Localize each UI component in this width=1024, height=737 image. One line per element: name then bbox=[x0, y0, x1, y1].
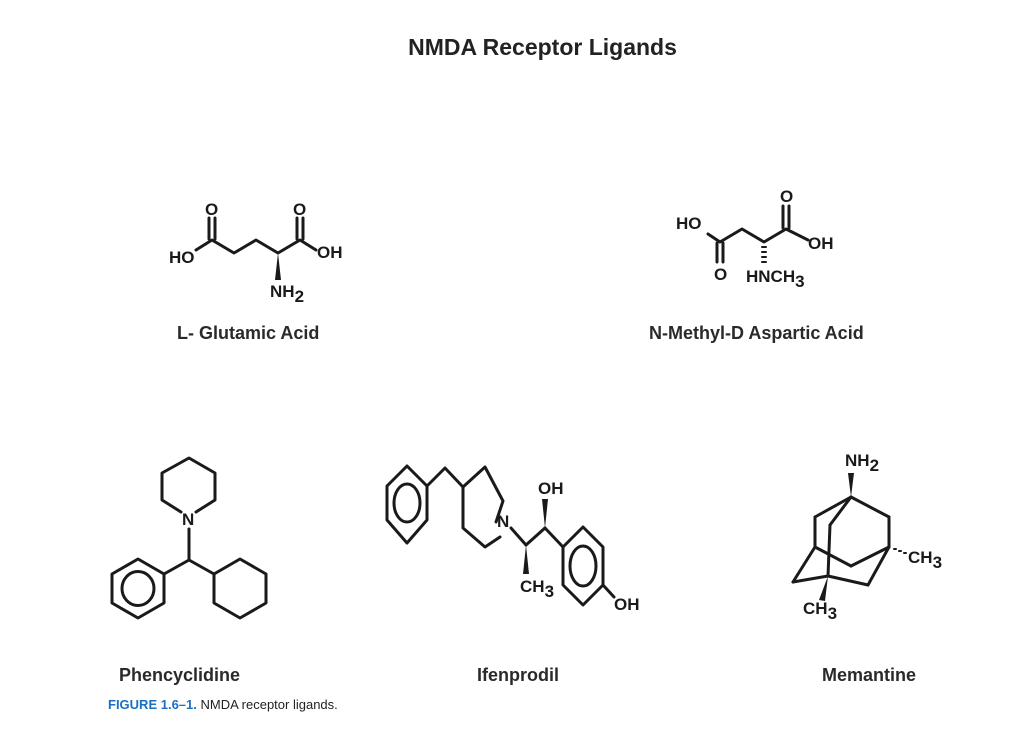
pcp-piperidine-ring bbox=[160, 456, 217, 514]
memantine-bond bbox=[791, 574, 830, 584]
structure-memantine: NH2 CH3 CH3 bbox=[791, 451, 942, 623]
ifen-ch2-link bbox=[425, 466, 465, 489]
memantine-nh2-wedge bbox=[848, 473, 854, 497]
label-nmda: N-Methyl-D Aspartic Acid bbox=[649, 323, 864, 343]
memantine-hash-bond bbox=[893, 548, 907, 554]
nmda-ho: HO bbox=[676, 214, 702, 233]
figure-caption-label: FIGURE 1.6–1. bbox=[108, 697, 197, 712]
pcp-cyclohexane-ring bbox=[212, 557, 268, 620]
ifen-piperidine-ring bbox=[461, 465, 505, 549]
label-glutamic-acid: L- Glutamic Acid bbox=[177, 323, 320, 343]
memantine-ch3-right: CH3 bbox=[908, 548, 942, 572]
ifen-ch3: CH3 bbox=[520, 577, 554, 601]
glutamic-oh: OH bbox=[317, 243, 343, 262]
figure-caption-text: NMDA receptor ligands. bbox=[196, 697, 338, 712]
ifen-benzyl-ring bbox=[385, 464, 429, 545]
glutamic-wedge-bond bbox=[275, 253, 281, 280]
structure-nmda: HO O OH O HNCH3 bbox=[676, 187, 834, 291]
figure-title: NMDA Receptor Ligands bbox=[408, 34, 677, 60]
nmda-oh: OH bbox=[808, 234, 834, 253]
memantine-ch3-bottom: CH3 bbox=[803, 599, 837, 623]
memantine-bond bbox=[813, 545, 853, 568]
glutamic-o2: O bbox=[293, 200, 306, 219]
memantine-bond bbox=[849, 495, 891, 519]
glutamic-o1: O bbox=[205, 200, 218, 219]
memantine-bond bbox=[828, 495, 853, 527]
structure-glutamic-acid: O O HO OH NH2 bbox=[169, 200, 343, 306]
memantine-ch3-wedge bbox=[819, 576, 828, 601]
pcp-n: N bbox=[182, 510, 194, 529]
pcp-benzene-aromatic-circle bbox=[120, 570, 156, 607]
label-ifenprodil: Ifenprodil bbox=[477, 665, 559, 685]
ifen-n-c-bond bbox=[509, 526, 528, 547]
memantine-bond bbox=[826, 574, 870, 587]
memantine-bond bbox=[849, 545, 891, 568]
ifen-phenol-oh-bond bbox=[601, 583, 616, 599]
glutamic-backbone bbox=[194, 238, 318, 255]
memantine-nh: NH2 bbox=[845, 451, 879, 475]
pcp-cyclohexyl-bond bbox=[187, 558, 216, 576]
label-phencyclidine: Phencyclidine bbox=[119, 665, 241, 685]
ifen-oh-top: OH bbox=[538, 479, 564, 498]
ifen-aryl-bond bbox=[543, 526, 565, 549]
ifen-phenol-aromatic-circle bbox=[568, 544, 598, 588]
nmda-backbone bbox=[706, 227, 810, 244]
nmda-o-bottom: O bbox=[714, 265, 727, 284]
figure-caption: FIGURE 1.6–1. NMDA receptor ligands. bbox=[108, 697, 338, 712]
ifen-oh-wedge bbox=[542, 499, 548, 528]
memantine-bond bbox=[826, 523, 832, 578]
nmda-hnch: HNCH3 bbox=[746, 267, 805, 291]
glutamic-nh: NH2 bbox=[270, 282, 304, 306]
structure-ifenprodil: N OH CH3 OH bbox=[385, 464, 640, 614]
glutamic-ho: HO bbox=[169, 248, 195, 267]
ifen-c-c-bond bbox=[524, 526, 547, 547]
nmda-o-top: O bbox=[780, 187, 793, 206]
label-memantine: Memantine bbox=[822, 665, 917, 685]
memantine-bond bbox=[866, 545, 891, 587]
ifen-benzyl-aromatic-circle bbox=[392, 482, 422, 524]
pcp-phenyl-bond bbox=[162, 558, 191, 576]
ifen-oh-ring: OH bbox=[614, 595, 640, 614]
memantine-bond bbox=[813, 495, 853, 519]
memantine-bond bbox=[791, 545, 817, 584]
structure-phencyclidine: N bbox=[110, 456, 268, 620]
ifen-ch3-wedge bbox=[523, 545, 529, 574]
nmda-hash-bond bbox=[761, 246, 767, 263]
ifen-n: N bbox=[497, 512, 509, 531]
pcp-benzene-ring bbox=[110, 557, 166, 620]
